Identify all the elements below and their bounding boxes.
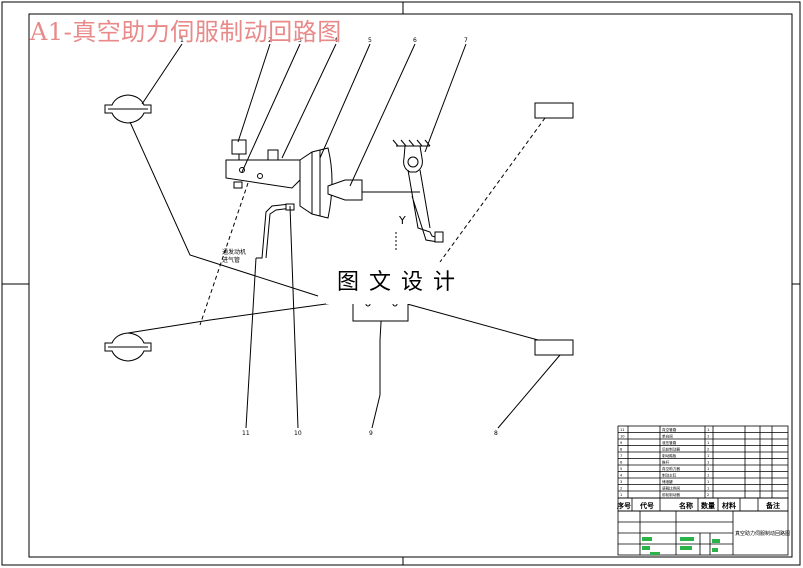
header-note: 备注 bbox=[765, 501, 780, 510]
rear-brake-top-right bbox=[534, 102, 574, 119]
callouts: 1 2 3 4 5 6 7 8 9 10 11 bbox=[180, 37, 498, 437]
part-no-5: 5 bbox=[620, 467, 622, 471]
part-qty-9: 1 bbox=[707, 441, 709, 445]
part-qty-10: 1 bbox=[707, 435, 709, 439]
callout-3: 3 bbox=[298, 37, 302, 44]
callout-11: 11 bbox=[242, 430, 250, 437]
part-name-11: 真空管路 bbox=[662, 427, 677, 432]
part-name-8: 后轮制动器 bbox=[662, 447, 680, 452]
watermark: 图文设计 bbox=[326, 262, 476, 304]
callout-6: 6 bbox=[413, 37, 417, 44]
part-no-3: 3 bbox=[620, 480, 622, 484]
part-no-6: 6 bbox=[620, 461, 623, 465]
part-qty-2: 1 bbox=[707, 487, 709, 491]
engine-annotation-line1: 通发动机 bbox=[222, 248, 246, 256]
parts-list-quantities: 1 1 1 2 1 1 1 1 1 1 2 bbox=[707, 428, 709, 497]
callout-8: 8 bbox=[494, 430, 498, 437]
part-qty-7: 1 bbox=[707, 454, 709, 458]
part-qty-8: 2 bbox=[707, 448, 709, 452]
part-no-4: 4 bbox=[620, 474, 623, 478]
header-no: 序号 bbox=[616, 501, 631, 510]
part-qty-4: 1 bbox=[707, 474, 709, 478]
part-qty-3: 1 bbox=[707, 480, 709, 484]
parts-list-header: 序号 代号 名称 数量 材料 备注 bbox=[616, 501, 780, 510]
brake-lines bbox=[127, 121, 539, 395]
dashed-lines bbox=[199, 117, 546, 326]
part-no-1: 1 bbox=[620, 493, 622, 497]
pedal-mark-label: Y bbox=[398, 214, 406, 227]
part-no-2: 2 bbox=[620, 487, 622, 491]
callout-2: 2 bbox=[268, 37, 272, 44]
part-name-5: 真空助力器 bbox=[662, 466, 680, 471]
callout-7: 7 bbox=[464, 37, 468, 44]
callout-4: 4 bbox=[334, 37, 338, 44]
callout-10: 10 bbox=[294, 430, 302, 437]
header-name: 名称 bbox=[679, 501, 693, 510]
callout-1: 1 bbox=[180, 37, 184, 44]
master-cylinder bbox=[225, 139, 301, 189]
rear-brake-bottom-right bbox=[534, 339, 574, 356]
part-no-8: 8 bbox=[620, 448, 623, 452]
header-code: 代号 bbox=[639, 501, 654, 510]
callout-9: 9 bbox=[369, 430, 373, 437]
leader-lines bbox=[141, 43, 561, 429]
vacuum-booster bbox=[299, 147, 420, 219]
parts-list-names: 真空管路 单向阀 液压管路 后轮制动器 制动踏板 推杆 真空助力器 制动主缸 储… bbox=[662, 427, 680, 497]
drawing-name: 真空助力伺服制动回路图 bbox=[735, 530, 790, 537]
part-name-10: 单向阀 bbox=[662, 434, 673, 439]
part-name-4: 制动主缸 bbox=[662, 473, 677, 478]
parts-list-numbers: 11 10 9 8 7 6 5 4 3 2 1 bbox=[620, 428, 625, 497]
part-qty-11: 1 bbox=[707, 428, 709, 432]
part-no-11: 11 bbox=[620, 428, 625, 432]
part-qty-6: 1 bbox=[707, 461, 709, 465]
part-no-10: 10 bbox=[620, 435, 625, 439]
page-title: A1-真空助力伺服制动回路图 bbox=[30, 18, 342, 46]
header-qty: 数量 bbox=[701, 501, 715, 510]
callout-5: 5 bbox=[368, 37, 372, 44]
signature-stamps bbox=[642, 537, 720, 555]
parts-list bbox=[617, 425, 789, 556]
engine-intake-annotation: 通发动机 进气管 bbox=[222, 248, 246, 264]
brake-pedal bbox=[392, 139, 444, 243]
header-material: 材料 bbox=[721, 501, 736, 510]
part-name-1: 前轮制动器 bbox=[662, 492, 680, 497]
front-brake-bottom-left bbox=[104, 332, 152, 362]
pedal-mark: Y bbox=[395, 214, 406, 250]
part-qty-5: 1 bbox=[707, 467, 709, 471]
part-no-9: 9 bbox=[620, 441, 623, 445]
part-name-7: 制动踏板 bbox=[662, 453, 677, 458]
front-brake-top-left bbox=[104, 94, 152, 124]
part-qty-1: 2 bbox=[707, 493, 709, 497]
part-name-3: 储液罐 bbox=[662, 479, 673, 484]
part-name-9: 液压管路 bbox=[662, 440, 677, 445]
engine-annotation-line2: 进气管 bbox=[222, 256, 240, 264]
part-name-2: 感载比例阀 bbox=[662, 486, 680, 491]
part-no-7: 7 bbox=[620, 454, 622, 458]
part-name-6: 推杆 bbox=[662, 460, 670, 465]
vacuum-hose bbox=[256, 203, 295, 259]
